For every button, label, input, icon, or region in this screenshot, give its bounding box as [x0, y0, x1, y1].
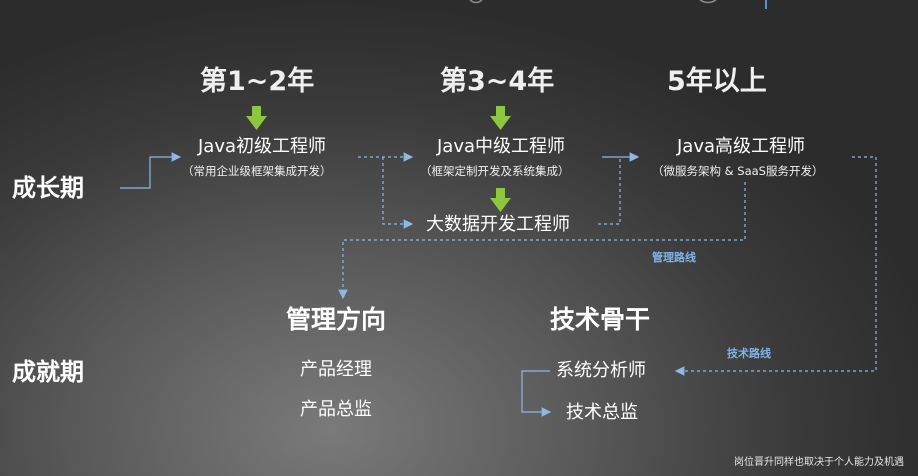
- arrow-to-bigdata: [382, 157, 414, 229]
- role-java-mid: Java中级工程师: [437, 136, 566, 157]
- direction-management-item-2: 产品总监: [300, 399, 372, 420]
- arrow-management-route: [338, 182, 746, 300]
- role-bigdata-engineer: 大数据开发工程师: [426, 214, 570, 235]
- role-java-senior: Java高级工程师: [677, 136, 806, 157]
- footnote: 岗位晋升同样也取决于个人能力及机遇: [734, 457, 904, 468]
- role-java-junior-desc: （常用企业级框架集成开发）: [182, 164, 332, 178]
- role-java-junior: Java初级工程师: [198, 136, 327, 157]
- line-bigdata-to-senior: [598, 157, 621, 225]
- phase-achievement: 成就期: [12, 358, 84, 386]
- direction-management-title: 管理方向: [286, 305, 387, 334]
- green-down-arrow-2: [490, 106, 511, 130]
- phase-growth: 成长期: [12, 174, 84, 202]
- stage-year-3-4: 第3~4年: [440, 66, 555, 97]
- green-down-arrow-1: [246, 106, 267, 130]
- direction-management-item-1: 产品经理: [300, 359, 372, 380]
- route-label-management: 管理路线: [652, 251, 696, 264]
- stage-year-1-2: 第1~2年: [200, 66, 315, 97]
- role-java-senior-desc: （微服务架构 & SaaS服务开发）: [652, 164, 824, 178]
- arrow-analyst-to-director: [521, 370, 552, 417]
- stage-year-5-plus: 5年以上: [667, 66, 767, 97]
- route-label-technical: 技术路线: [727, 347, 771, 360]
- top-edge-decoration: [469, 0, 767, 9]
- role-java-mid-desc: （框架定制开发及系统集成）: [420, 164, 570, 178]
- green-down-arrow-3: [490, 188, 511, 212]
- direction-technical-title: 技术骨干: [550, 305, 651, 334]
- direction-technical-item-2: 技术总监: [566, 402, 638, 423]
- arrow-technical-route: [674, 156, 877, 376]
- arrow-growth-to-junior: [120, 152, 182, 189]
- direction-technical-item-1: 系统分析师: [556, 360, 646, 381]
